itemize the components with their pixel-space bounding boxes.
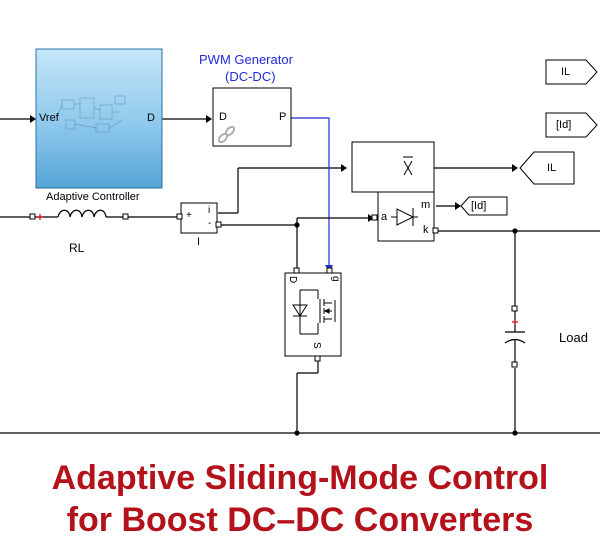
inductor-icon bbox=[35, 209, 123, 220]
diode-icon bbox=[391, 208, 418, 226]
mosfet-gate-label: g bbox=[330, 276, 341, 282]
pwm-in-port-label: D bbox=[219, 111, 227, 123]
pwm-title-line2: (DC-DC) bbox=[225, 69, 276, 84]
goto-tag-id-top[interactable] bbox=[545, 112, 598, 138]
sensor-name-label: I bbox=[197, 236, 201, 248]
mosfet-drain-label: D bbox=[287, 276, 298, 284]
pwm-generator-block[interactable] bbox=[212, 87, 292, 147]
goto-tag-id-mid[interactable] bbox=[460, 196, 508, 216]
mosfet-block[interactable] bbox=[284, 267, 342, 362]
mean-value-block[interactable] bbox=[351, 141, 435, 193]
junction-dots bbox=[294, 222, 518, 436]
goto-tag-il-mid[interactable] bbox=[519, 151, 575, 185]
current-sensor-block[interactable] bbox=[176, 202, 222, 234]
adaptive-controller-block[interactable] bbox=[35, 48, 163, 189]
controller-out-port-label: D bbox=[147, 112, 155, 124]
subsystem-preview-icon bbox=[57, 95, 126, 133]
sensor-minus-label: - bbox=[208, 218, 212, 229]
pwm-title-line1: PWM Generator bbox=[199, 52, 293, 67]
inductor-block[interactable] bbox=[29, 209, 129, 220]
signal-wires bbox=[0, 118, 514, 214]
goto-tag-il-top[interactable] bbox=[545, 59, 598, 85]
caption-line-2: for Boost DC–DC Converters bbox=[66, 501, 534, 539]
controller-name-label: Adaptive Controller bbox=[46, 191, 140, 203]
capacitor-icon bbox=[504, 311, 526, 362]
diode-a-label: a bbox=[381, 211, 388, 223]
inductor-name-label: RL bbox=[69, 241, 85, 255]
goto-tag-il-top-label: IL bbox=[561, 66, 571, 78]
goto-tag-id-top-label: [Id] bbox=[556, 119, 572, 131]
load-capacitor-block[interactable] bbox=[504, 305, 526, 368]
sensor-i-label: i bbox=[208, 205, 211, 216]
goto-tag-il-mid-label: IL bbox=[547, 162, 557, 174]
sensor-plus-label: + bbox=[186, 210, 192, 221]
diode-k-label: k bbox=[423, 224, 429, 236]
controller-in-port-label: Vref bbox=[39, 112, 59, 124]
load-name-label: Load bbox=[559, 330, 588, 345]
caption-line-1: Adaptive Sliding-Mode Control bbox=[51, 459, 549, 497]
goto-tag-id-mid-label: [Id] bbox=[471, 200, 487, 212]
mosfet-source-label: S bbox=[311, 342, 322, 349]
pwm-out-port-label: P bbox=[279, 111, 287, 123]
diode-block[interactable] bbox=[371, 191, 439, 242]
diode-m-label: m bbox=[421, 199, 431, 211]
scope-xbar-icon bbox=[403, 156, 413, 176]
mosfet-icon bbox=[292, 289, 336, 335]
chain-link-icon bbox=[217, 125, 236, 144]
electrical-wires bbox=[0, 216, 600, 434]
